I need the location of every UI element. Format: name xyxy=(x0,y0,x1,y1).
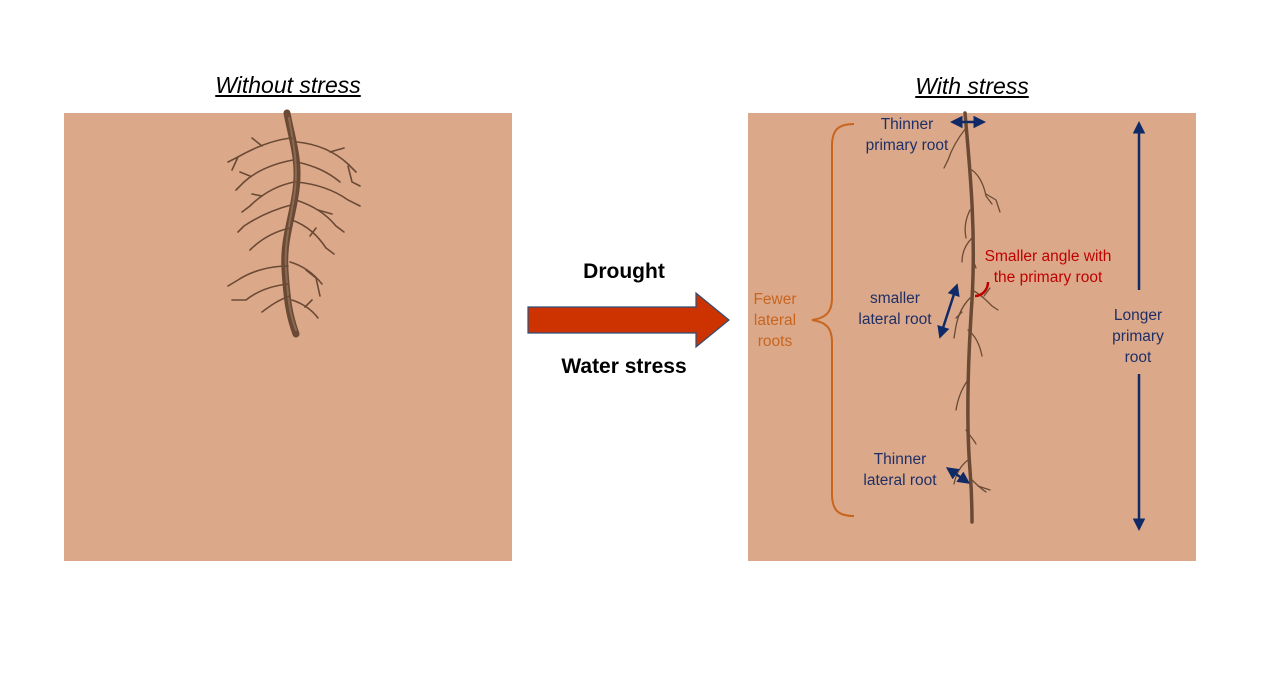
label-fewer-lateral-roots: Fewer lateral roots xyxy=(753,291,797,350)
thinner-lateral-arrow xyxy=(945,467,971,484)
root-system-with-stress xyxy=(943,111,1001,524)
label-longer-primary-root: Longer primary root xyxy=(1112,307,1164,366)
drought-label: Drought xyxy=(583,260,665,283)
label-thinner-primary-root: Thinner primary root xyxy=(865,116,949,154)
lateral-roots-left xyxy=(227,137,361,319)
drought-arrow xyxy=(527,291,730,349)
primary-root-thin xyxy=(963,111,976,524)
water-stress-label: Water stress xyxy=(561,355,687,378)
soil-panel-without-stress xyxy=(64,113,512,561)
smaller-lateral-arrow xyxy=(937,283,960,339)
label-smaller-lateral-root: smaller lateral root xyxy=(858,290,932,328)
fewer-lateral-roots-brace xyxy=(811,123,855,517)
primary-root-highlight xyxy=(284,117,297,331)
title-without-stress: Without stress xyxy=(215,72,361,98)
label-thinner-lateral-root: Thinner lateral root xyxy=(863,451,937,489)
label-smaller-angle: Smaller angle with the primary root xyxy=(984,248,1112,286)
root-system-without-stress xyxy=(227,109,361,338)
angle-arc xyxy=(974,281,990,298)
title-with-stress: With stress xyxy=(915,73,1029,99)
